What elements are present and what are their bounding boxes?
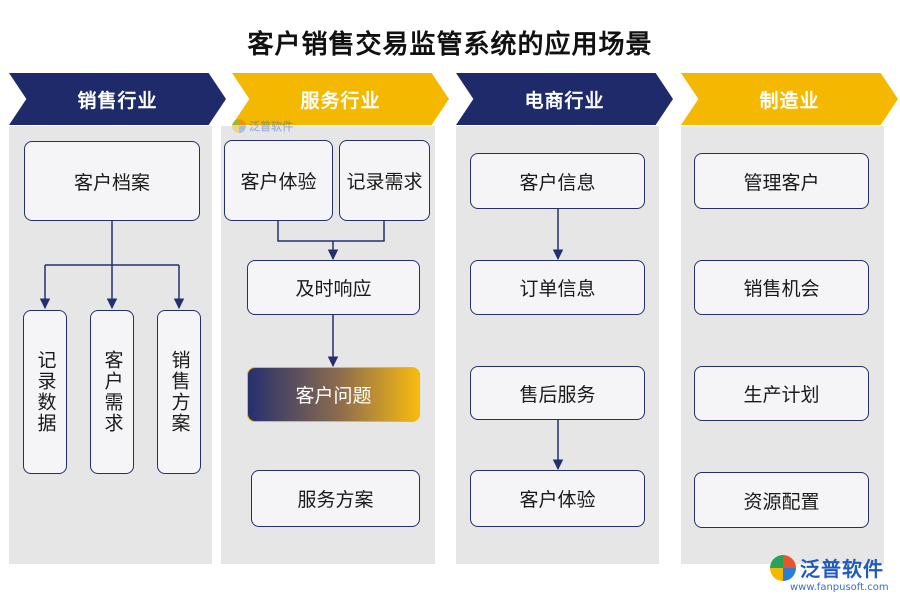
node-customer-info-label: 客户信息	[519, 171, 596, 194]
brand-logo: 泛普软件	[770, 553, 884, 582]
node-order-info: 订单信息	[470, 260, 645, 315]
brand-url: www.fanpusoft.com	[790, 582, 889, 593]
node-service-plan: 服务方案	[251, 470, 420, 527]
node-after-sales: 售后服务	[470, 366, 645, 420]
page-title: 客户销售交易监管系统的应用场景	[247, 30, 653, 60]
brand-logo-icon	[770, 554, 796, 581]
header-sales: 销售行业	[9, 73, 226, 125]
node-manage-customers-label: 管理客户	[743, 171, 820, 194]
node-production-plan-label: 生产计划	[743, 384, 820, 406]
node-resource-allocation: 资源配置	[694, 472, 869, 528]
header-service-label: 服务行业	[300, 89, 381, 112]
node-customer-experience-label: 客户体验	[240, 171, 317, 193]
brand-name: 泛普软件	[800, 557, 884, 581]
node-sales-opportunity-label: 销售机会	[743, 278, 820, 300]
header-service: 服务行业	[232, 73, 449, 125]
node-sales-opportunity: 销售机会	[694, 260, 869, 315]
node-customer-experience: 客户体验	[224, 140, 333, 221]
node-sales-plan: 销售方案	[157, 310, 201, 474]
header-ecommerce: 电商行业	[456, 73, 673, 125]
node-record-data-label: 记录数据	[34, 350, 57, 434]
node-record-needs: 记录需求	[339, 140, 430, 221]
node-record-needs-label: 记录需求	[346, 171, 423, 193]
node-after-sales-label: 售后服务	[519, 383, 596, 406]
header-manufacturing: 制造业	[681, 73, 898, 125]
node-timely-response-label: 及时响应	[295, 278, 372, 300]
node-manage-customers: 管理客户	[694, 153, 869, 209]
watermark: 泛普软件	[232, 118, 293, 134]
header-manufacturing-label: 制造业	[759, 89, 820, 112]
node-timely-response: 及时响应	[247, 260, 420, 315]
node-service-plan-label: 服务方案	[297, 489, 374, 511]
watermark-text: 泛普软件	[249, 120, 293, 133]
node-production-plan: 生产计划	[694, 366, 869, 421]
node-customer-issues: 客户问题	[247, 367, 420, 422]
node-resource-allocation-label: 资源配置	[743, 490, 820, 513]
node-customer-needs: 客户需求	[90, 310, 134, 474]
node-customer-issues-label: 客户问题	[295, 385, 372, 407]
node-ecom-customer-experience: 客户体验	[470, 470, 645, 527]
node-customer-archive: 客户档案	[24, 141, 200, 221]
node-record-data: 记录数据	[23, 310, 67, 474]
node-sales-plan-label: 销售方案	[168, 350, 191, 434]
node-customer-needs-label: 客户需求	[101, 350, 124, 434]
node-ecom-customer-experience-label: 客户体验	[519, 489, 596, 511]
node-customer-info: 客户信息	[470, 153, 645, 209]
watermark-logo-icon	[232, 119, 246, 133]
header-sales-label: 销售行业	[77, 89, 158, 112]
header-ecommerce-label: 电商行业	[524, 89, 605, 112]
node-customer-archive-label: 客户档案	[73, 171, 150, 194]
node-order-info-label: 订单信息	[519, 278, 596, 300]
